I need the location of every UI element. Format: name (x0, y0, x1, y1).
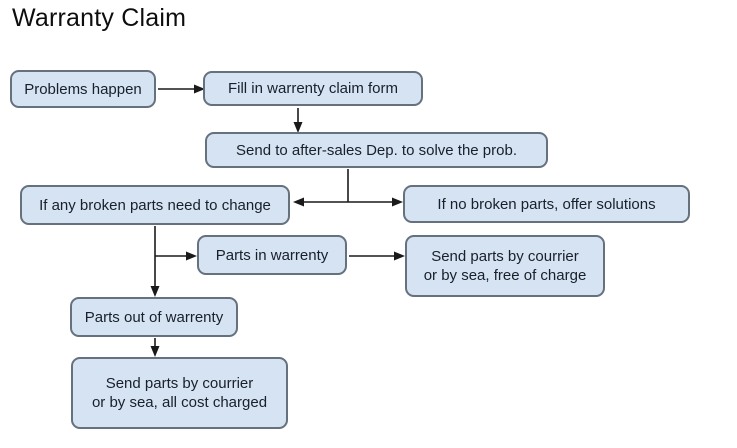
page-title: Warranty Claim (12, 4, 187, 32)
node-send-parts-free-of-charge: Send parts by courrier or by sea, free o… (405, 235, 605, 297)
node-no-broken-parts-offer-solutions: If no broken parts, offer solutions (403, 185, 690, 223)
node-send-to-after-sales-dep: Send to after-sales Dep. to solve the pr… (205, 132, 548, 168)
node-problems-happen: Problems happen (10, 70, 156, 108)
node-parts-in-warranty: Parts in warrenty (197, 235, 347, 275)
node-send-parts-all-cost-charged: Send parts by courrier or by sea, all co… (71, 357, 288, 429)
node-fill-warranty-claim-form: Fill in warrenty claim form (203, 71, 423, 106)
node-broken-parts-need-change: If any broken parts need to change (20, 185, 290, 225)
node-parts-out-of-warranty: Parts out of warrenty (70, 297, 238, 337)
